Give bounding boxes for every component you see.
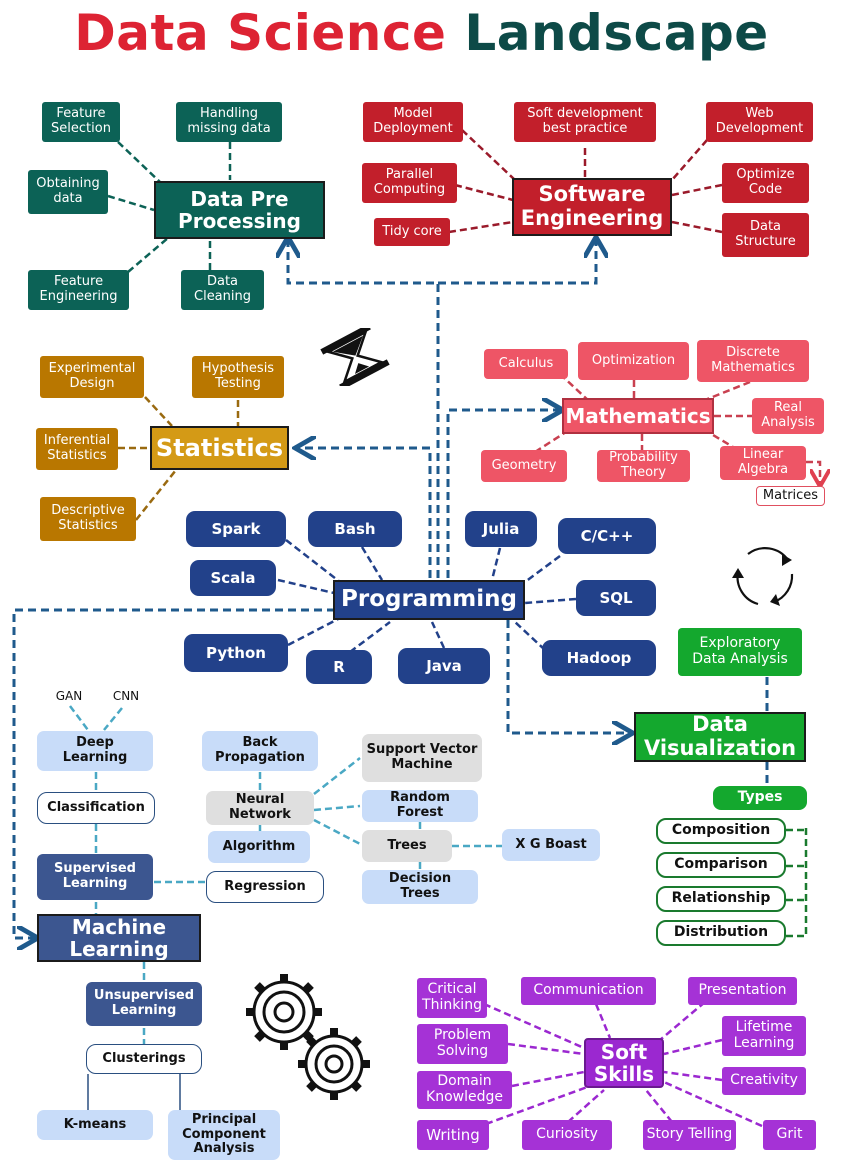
deep-learning-node: Deep Learning	[37, 731, 153, 771]
geometry-node: Geometry	[481, 450, 567, 482]
lang-sql: SQL	[576, 580, 656, 616]
trees-node: Trees	[362, 830, 452, 862]
statistics-hub: Statistics	[150, 426, 289, 470]
web-development-node: Web Development	[706, 102, 813, 142]
lang-scala: Scala	[190, 560, 276, 596]
feature-engineering-node: Feature Engineering	[28, 270, 129, 310]
type-distribution: Distribution	[656, 920, 786, 946]
unsupervised-learning-node: Unsupervised Learning	[86, 982, 202, 1026]
neural-network-node: Neural Network	[206, 791, 314, 825]
data-visualization-hub: Data Visualization	[634, 712, 806, 762]
algorithm-node: Algorithm	[208, 831, 310, 863]
lang-hadoop: Hadoop	[542, 640, 656, 676]
lang-julia: Julia	[465, 511, 537, 547]
programming-hub: Programming	[333, 580, 525, 620]
optimization-node: Optimization	[578, 342, 689, 380]
clusterings-node: Clusterings	[86, 1044, 202, 1074]
critical-thinking-node: Critical Thinking	[417, 978, 487, 1018]
software-engineering-hub: Software Engineering	[512, 178, 672, 236]
classification-node: Classification	[37, 792, 155, 824]
mathematics-hub: Mathematics	[562, 398, 714, 434]
random-forest-node: Random Forest	[362, 790, 478, 822]
lang-spark: Spark	[186, 511, 286, 547]
soft-dev-best-practice-node: Soft development best practice	[514, 102, 656, 142]
decision-trees-node: Decision Trees	[362, 870, 478, 904]
back-propagation-node: Back Propagation	[202, 731, 318, 771]
tidy-core-node: Tidy core	[374, 218, 450, 246]
calculus-node: Calculus	[484, 349, 568, 379]
hourglass-icon	[320, 328, 390, 386]
creativity-node: Creativity	[722, 1067, 806, 1095]
machine-learning-hub: Machine Learning	[37, 914, 201, 962]
lang-r: R	[306, 650, 372, 684]
matrices-node: Matrices	[756, 486, 825, 506]
lang-java: Java	[398, 648, 490, 684]
presentation-node: Presentation	[688, 977, 797, 1005]
model-deployment-node: Model Deployment	[363, 102, 463, 142]
kmeans-node: K-means	[37, 1110, 153, 1140]
data-preprocessing-hub: Data Pre Processing	[154, 181, 325, 239]
eda-node: Exploratory Data Analysis	[678, 628, 802, 676]
linear-algebra-node: Linear Algebra	[720, 446, 806, 480]
supervised-learning-node: Supervised Learning	[37, 854, 153, 900]
handling-missing-data-node: Handling missing data	[176, 102, 282, 142]
title-part-1: Data Science	[74, 4, 447, 62]
curiosity-node: Curiosity	[522, 1120, 612, 1150]
parallel-computing-node: Parallel Computing	[362, 163, 457, 203]
communication-node: Communication	[521, 977, 656, 1005]
experimental-design-node: Experimental Design	[40, 356, 144, 398]
gan-label: GAN	[55, 689, 83, 704]
probability-theory-node: Probability Theory	[597, 450, 690, 482]
lifetime-learning-node: Lifetime Learning	[722, 1016, 806, 1056]
real-analysis-node: Real Analysis	[752, 398, 824, 434]
inferential-statistics-node: Inferential Statistics	[36, 428, 118, 470]
story-telling-node: Story Telling	[643, 1120, 736, 1150]
optimize-code-node: Optimize Code	[722, 163, 809, 203]
title-part-2: Landscape	[464, 4, 769, 62]
regression-node: Regression	[206, 871, 324, 903]
gears-icon	[246, 974, 370, 1100]
data-cleaning-node: Data Cleaning	[181, 270, 264, 310]
cnn-label: CNN	[112, 689, 140, 704]
svm-node: Support Vector Machine	[362, 734, 482, 782]
xgboost-node: X G Boast	[502, 829, 600, 861]
page-title: Data Science Landscape	[0, 4, 843, 62]
lang-python: Python	[184, 634, 288, 672]
type-comparison: Comparison	[656, 852, 786, 878]
writing-node: Writing	[417, 1120, 489, 1150]
descriptive-statistics-node: Descriptive Statistics	[40, 497, 136, 541]
recycle-arrows-icon	[732, 547, 794, 606]
lang-c-cpp: C/C++	[558, 518, 656, 554]
hypothesis-testing-node: Hypothesis Testing	[192, 356, 284, 398]
feature-selection-node: Feature Selection	[42, 102, 120, 142]
type-relationship: Relationship	[656, 886, 786, 912]
type-composition: Composition	[656, 818, 786, 844]
soft-skills-hub: Soft Skills	[584, 1038, 664, 1088]
lang-bash: Bash	[308, 511, 402, 547]
grit-node: Grit	[763, 1120, 816, 1150]
problem-solving-node: Problem Solving	[417, 1024, 508, 1064]
obtaining-data-node: Obtaining data	[28, 170, 108, 214]
pca-node: Principal Component Analysis	[168, 1110, 280, 1160]
types-label-node: Types	[713, 786, 807, 810]
domain-knowledge-node: Domain Knowledge	[417, 1071, 512, 1109]
data-structure-node: Data Structure	[722, 213, 809, 257]
discrete-mathematics-node: Discrete Mathematics	[697, 340, 809, 382]
